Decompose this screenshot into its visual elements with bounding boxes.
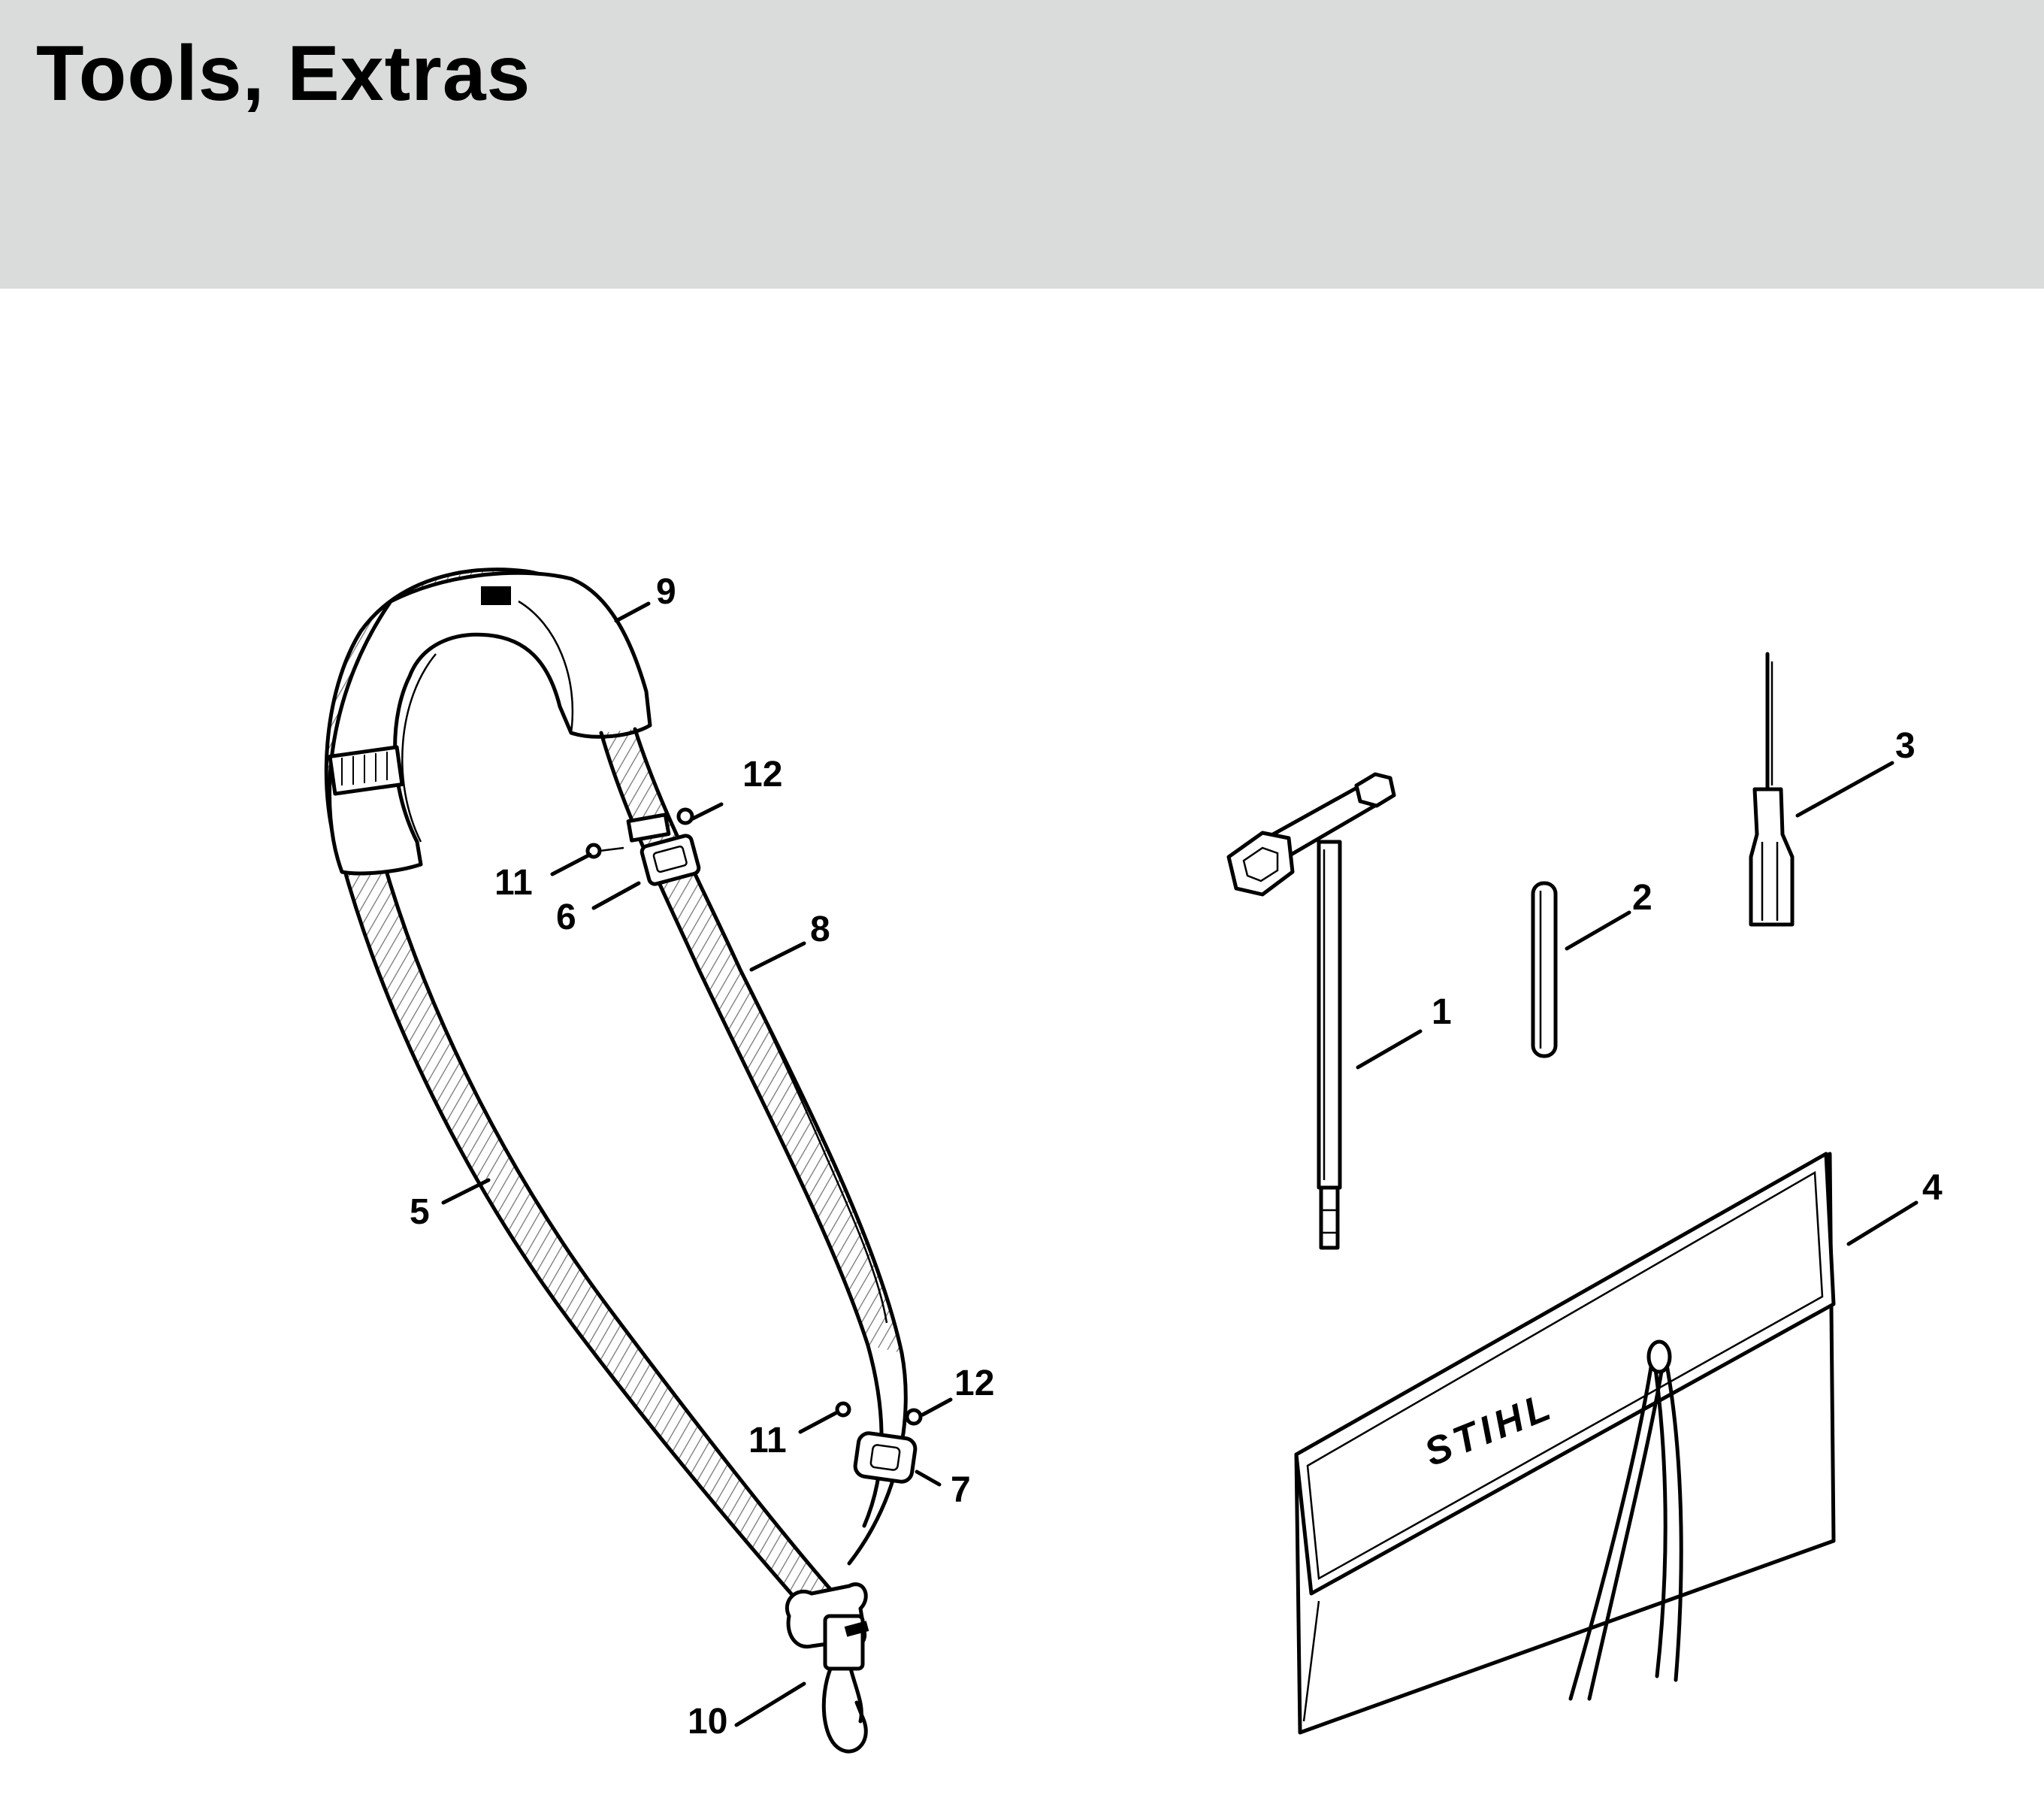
buckle-upper	[640, 834, 701, 886]
screw-upper	[585, 843, 624, 859]
callout-10: 10	[688, 1702, 727, 1742]
callout-12-lower: 12	[954, 1364, 994, 1403]
callout-11-lower: 11	[748, 1421, 787, 1460]
drift-pin	[1531, 881, 1558, 1058]
strap-slide-upper	[626, 813, 671, 843]
callout-1: 1	[1432, 992, 1452, 1032]
shoulder-harness	[324, 568, 923, 1754]
callout-9: 9	[656, 572, 676, 612]
strap-loop-keeper	[328, 745, 404, 796]
callout-7: 7	[951, 1470, 971, 1510]
nut-upper	[676, 807, 694, 825]
callout-numbers: 9 12 11 6 8 5 12 11 7 10 1 2 3 4	[410, 572, 1943, 1742]
callout-6: 6	[556, 897, 576, 937]
combination-wrench	[1226, 772, 1396, 1250]
callout-11-upper: 11	[494, 863, 533, 903]
header-bar: Tools, Extras	[0, 0, 2044, 289]
callout-8: 8	[810, 910, 830, 949]
callout-5: 5	[410, 1192, 430, 1232]
shoulder-pad	[328, 571, 652, 876]
tool-bag: STIHL	[1294, 1152, 1836, 1735]
buckle-lower	[853, 1431, 918, 1484]
callout-2: 2	[1632, 878, 1652, 918]
callout-3: 3	[1895, 726, 1915, 766]
screw-lower	[835, 1401, 851, 1418]
page-title: Tools, Extras	[36, 30, 531, 117]
screwdriver	[1749, 652, 1795, 927]
leader-lines	[441, 601, 1919, 1727]
carabiner-hook	[785, 1582, 869, 1754]
harness-strap-left	[340, 858, 836, 1611]
nut-lower	[905, 1408, 923, 1426]
callout-12-upper: 12	[742, 755, 782, 794]
callout-4: 4	[1922, 1168, 1943, 1208]
